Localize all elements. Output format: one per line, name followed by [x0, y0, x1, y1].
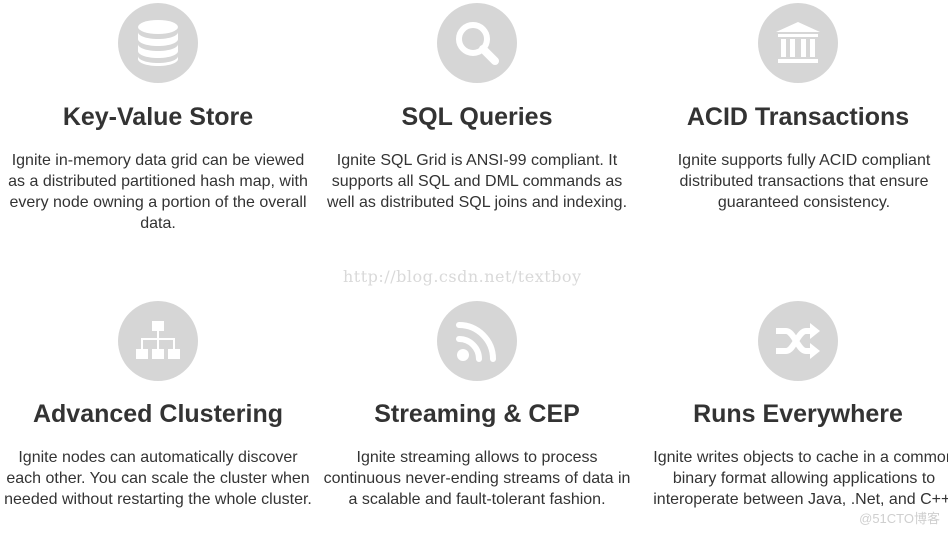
- feature-title: SQL Queries: [401, 103, 553, 131]
- feature-advanced-clustering: Advanced Clustering Ignite nodes can aut…: [0, 0, 316, 508]
- feature-sql-queries: SQL Queries Ignite SQL Grid is ANSI-99 c…: [319, 0, 635, 245]
- corner-watermark: @51CTO博客: [859, 511, 940, 526]
- shuffle-icon: [758, 301, 838, 381]
- feature-title: Key-Value Store: [62, 103, 254, 131]
- feature-streaming-cep: Streaming & CEP Ignite streaming allows …: [319, 0, 635, 508]
- feature-acid-transactions: ACID Transactions Ignite supports fully …: [640, 0, 948, 245]
- rss-feed-icon: [437, 301, 517, 381]
- feature-description: Ignite nodes can automatically discover …: [4, 449, 312, 508]
- watermark-url: http://blog.csdn.net/textboy: [343, 267, 582, 286]
- feature-key-value-store: Key-Value Store Ignite in-memory data gr…: [0, 0, 316, 245]
- feature-description: Ignite supports fully ACID compliant dis…: [677, 152, 931, 211]
- bank-building-icon: [758, 3, 838, 83]
- sitemap-icon: [118, 301, 198, 381]
- feature-title: Streaming & CEP: [374, 400, 580, 428]
- feature-description: Ignite SQL Grid is ANSI-99 compliant. It…: [326, 152, 628, 211]
- feature-title: Runs Everywhere: [693, 400, 903, 428]
- feature-description: Ignite streaming allows to process conti…: [323, 449, 631, 508]
- feature-description: Ignite in-memory data grid can be viewed…: [8, 152, 308, 232]
- database-icon: [118, 3, 198, 83]
- feature-title: Advanced Clustering: [32, 400, 284, 428]
- feature-description: Ignite writes objects to cache in a comm…: [653, 449, 948, 508]
- feature-title: ACID Transactions: [686, 103, 910, 131]
- feature-runs-everywhere: Runs Everywhere Ignite writes objects to…: [640, 0, 948, 508]
- magnifier-icon: [437, 3, 517, 83]
